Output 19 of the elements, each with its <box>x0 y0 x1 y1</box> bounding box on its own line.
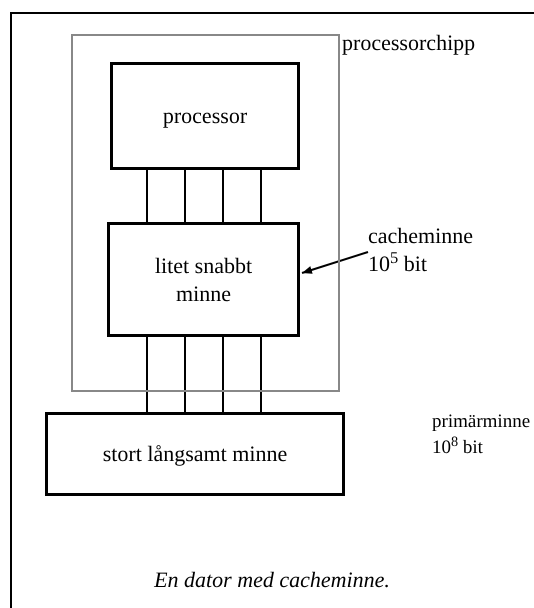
memory-box <box>45 412 345 496</box>
bus-line <box>260 170 262 222</box>
bus-line <box>222 337 224 412</box>
box-label: litet snabbt minne <box>154 252 254 308</box>
bus-line <box>222 170 224 222</box>
memory-box <box>107 222 300 337</box>
caption: En dator med cacheminne. <box>152 566 391 594</box>
bus-line <box>146 337 148 412</box>
box-label: stort långsamt minne <box>102 440 288 468</box>
bus-line <box>260 337 262 412</box>
callout-label: cacheminne 10$^{5}$ bit <box>368 222 474 278</box>
chip-label: processorchipp <box>342 29 476 57</box>
box-label: processor <box>162 102 248 130</box>
bus-line <box>184 337 186 412</box>
memory-label: primärminne 10$^{8}$ bit <box>432 410 532 460</box>
arrow <box>302 251 368 274</box>
bus-line <box>184 170 186 222</box>
bus-line <box>146 170 148 222</box>
processor-box <box>110 62 300 170</box>
